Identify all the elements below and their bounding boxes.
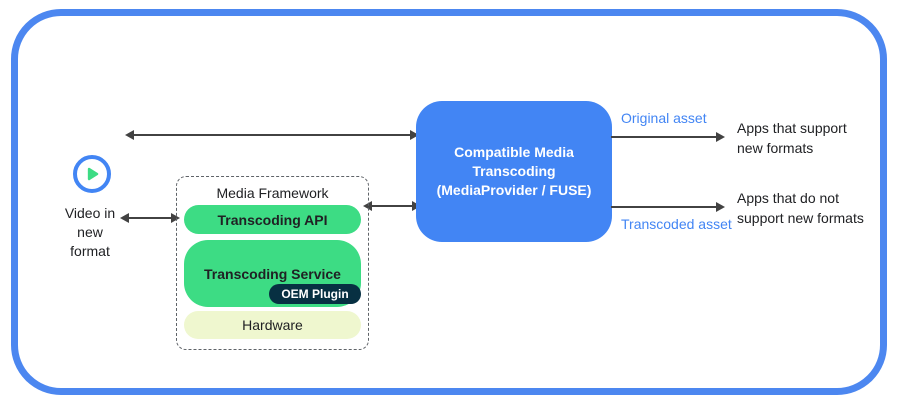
original-asset-label: Original asset [621, 110, 707, 126]
apps-no-support-label: Apps that do not support new formats [737, 190, 864, 226]
hardware-pill: Hardware [184, 311, 361, 339]
apps-support-label: Apps that support new formats [737, 120, 847, 156]
media-framework-title: Media Framework [216, 185, 329, 201]
transcoding-service-pill: Transcoding Service OEM Plugin [184, 240, 361, 307]
diagram-border [11, 9, 887, 395]
transcoded-asset-label: Transcoded asset [621, 216, 732, 232]
media-framework-box: Media Framework Transcoding API Transcod… [176, 176, 369, 350]
arrow-transcoded-asset [611, 202, 725, 212]
arrow-video-to-framework [120, 213, 180, 223]
arrow-original-asset [611, 132, 725, 142]
oem-plugin-pill: OEM Plugin [269, 284, 361, 304]
arrow-framework-to-transcoder [363, 201, 421, 211]
arrow-video-to-transcoder [125, 130, 419, 140]
transcoding-api-pill: Transcoding API [184, 205, 361, 234]
play-triangle-icon [87, 167, 99, 181]
play-circle-icon [73, 155, 111, 193]
compatible-media-transcoding-box: Compatible Media Transcoding (MediaProvi… [416, 101, 612, 242]
transcoding-service-label: Transcoding Service [204, 265, 341, 282]
video-source-label: Video in new format [64, 205, 116, 259]
